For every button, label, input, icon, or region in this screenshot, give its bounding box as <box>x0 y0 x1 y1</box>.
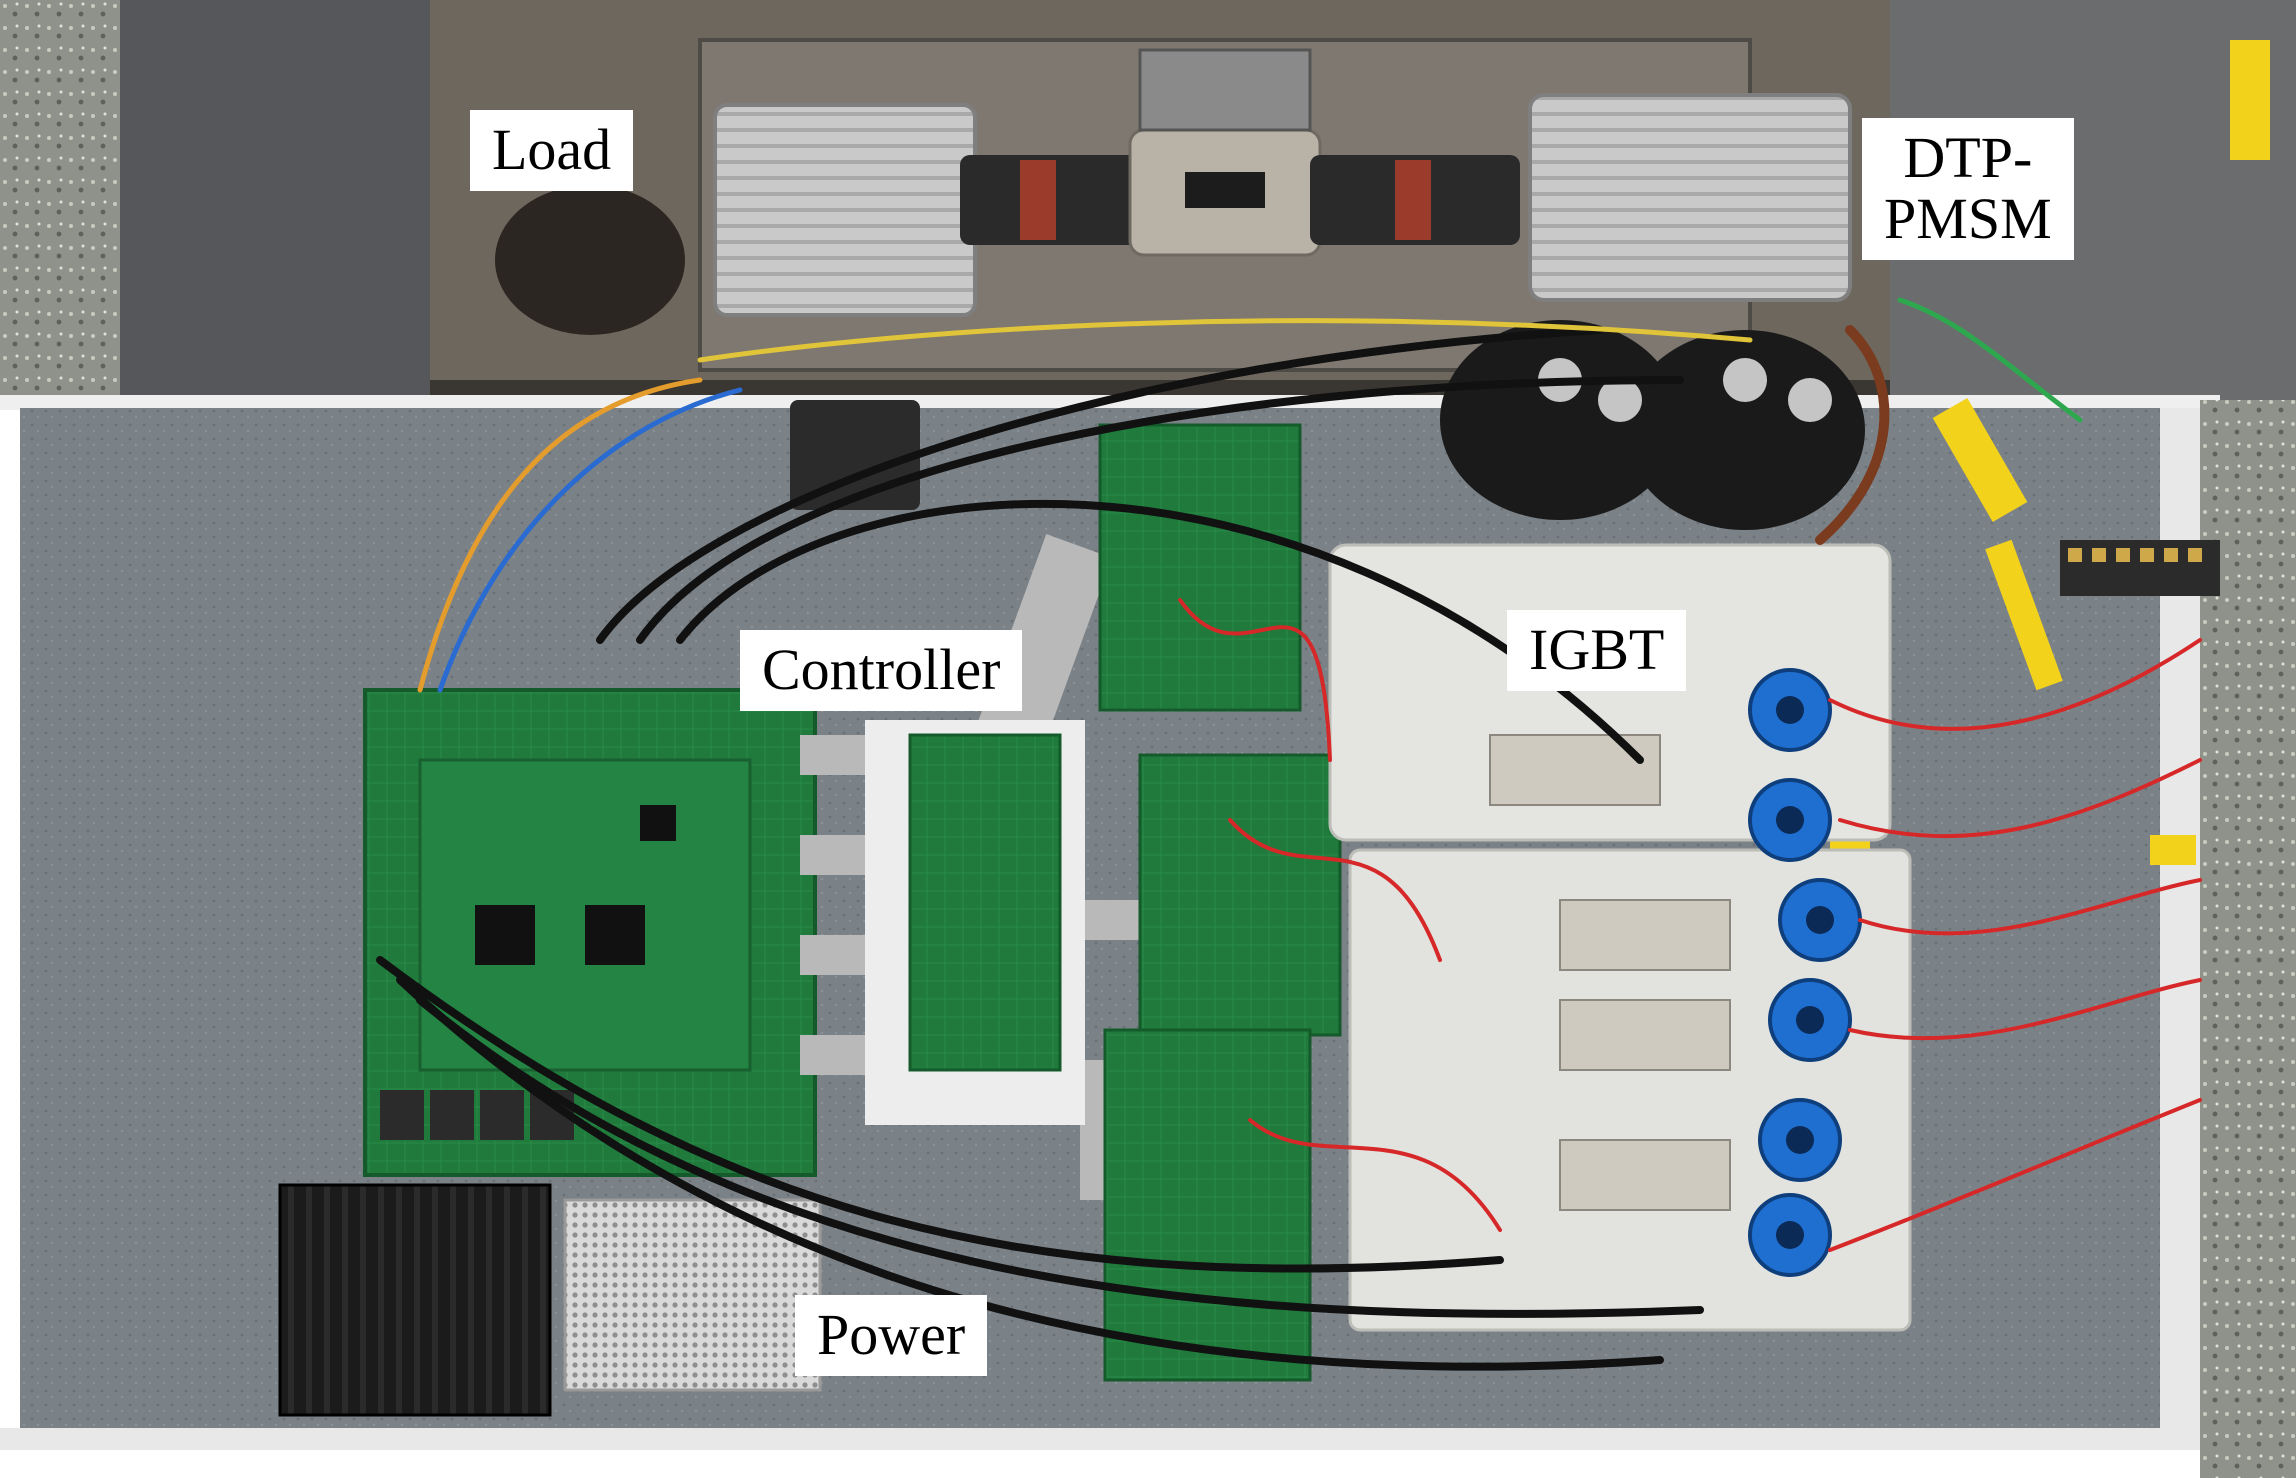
label-power-text: Power <box>817 1302 966 1367</box>
bench-plate-left <box>120 0 440 400</box>
igbt-modules <box>1489 734 1731 1211</box>
power-transformer <box>278 1183 552 1417</box>
label-power: Power <box>795 1295 988 1376</box>
label-igbt: IGBT <box>1507 610 1687 691</box>
label-load: Load <box>470 110 634 191</box>
igbt-heatsink-top <box>1328 543 1892 842</box>
dtp-pmsm-motor <box>1528 93 1852 302</box>
switching-power-supply <box>563 1198 822 1392</box>
label-dtp-pmsm-line2: PMSM <box>1884 185 2052 251</box>
table-bottom-frame <box>0 1428 2210 1450</box>
label-dtp-pmsm: DTP- PMSM <box>1862 118 2074 260</box>
label-controller: Controller <box>740 630 1023 711</box>
sensor-stand <box>1138 48 1312 132</box>
driver-boards <box>1098 423 1342 1382</box>
current-sensors <box>1748 668 1862 1277</box>
label-igbt-text: IGBT <box>1529 617 1665 682</box>
interface-board <box>908 733 1062 1072</box>
dc-link-capacitors <box>1440 320 1865 530</box>
label-dtp-pmsm-line1: DTP- <box>1903 125 2033 190</box>
bench-hole <box>495 185 685 335</box>
label-controller-text: Controller <box>762 637 1001 702</box>
load-motor <box>713 103 977 317</box>
wiring <box>376 297 2202 1371</box>
label-load-text: Load <box>492 117 612 182</box>
